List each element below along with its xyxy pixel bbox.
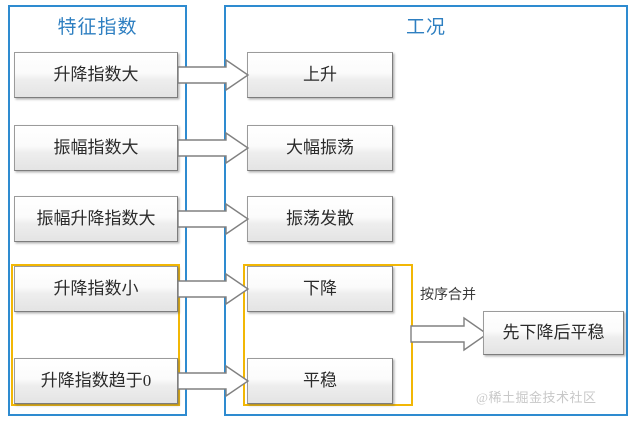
condition-box-4[interactable]: 下降	[247, 266, 393, 312]
flow-arrow-3	[177, 202, 250, 236]
condition-box-2[interactable]: 大幅振荡	[247, 125, 393, 171]
merge-arrow-label: 按序合并	[420, 288, 476, 303]
feature-index-panel-title: 特征指数	[57, 17, 138, 38]
feature-box-5[interactable]: 升降指数趋于0	[14, 358, 178, 404]
feature-box-2[interactable]: 振幅指数大	[14, 125, 178, 171]
merged-result-box[interactable]: 先下降后平稳	[483, 311, 624, 355]
feature-box-4[interactable]: 升降指数小	[14, 266, 178, 312]
feature-group-highlight	[11, 264, 180, 406]
feature-box-3[interactable]: 振幅升降指数大	[14, 196, 178, 242]
watermark-text: @稀土掘金技术社区	[476, 390, 597, 405]
feature-box-1[interactable]: 升降指数大	[14, 52, 178, 98]
merge-arrow	[410, 316, 489, 352]
condition-box-5[interactable]: 平稳	[247, 358, 393, 404]
flow-arrow-1	[177, 58, 250, 92]
flow-arrow-4	[177, 272, 250, 306]
condition-box-3[interactable]: 振荡发散	[247, 196, 393, 242]
flow-arrow-2	[177, 131, 250, 165]
operating-condition-panel-title: 工况	[405, 17, 446, 38]
flow-arrow-5	[177, 364, 250, 398]
condition-box-1[interactable]: 上升	[247, 52, 393, 98]
